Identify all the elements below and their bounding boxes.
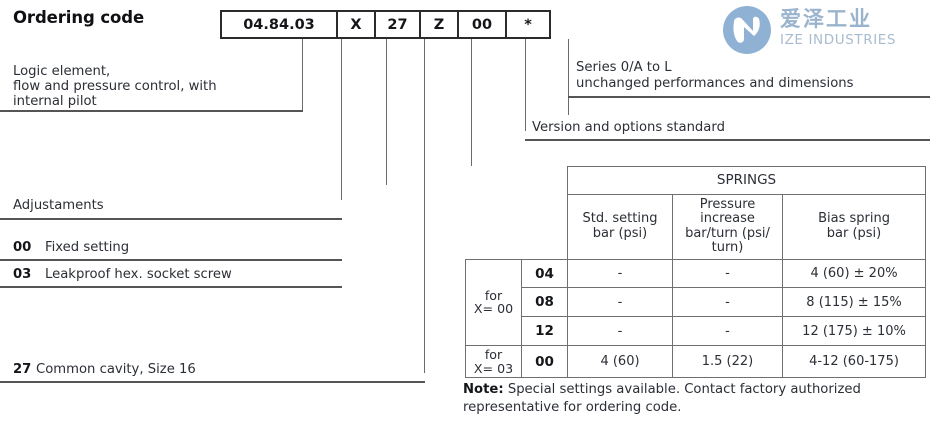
cell-std-setting: - xyxy=(567,287,673,318)
leader-line-version xyxy=(525,39,526,131)
table-row: for X= 00 04 - - 4 (60) ± 20% xyxy=(465,258,927,347)
cavity-code: 27 xyxy=(13,362,32,377)
leader-line-size xyxy=(424,39,425,373)
column-header-bias-spring: Bias spring bar (psi) xyxy=(781,193,927,260)
spacer-cell xyxy=(521,166,568,195)
cell-pressure-increase: 1.5 (22) xyxy=(672,345,783,378)
cell-std-setting: 4 (60) xyxy=(567,345,673,378)
leader-line-base xyxy=(302,39,303,110)
code-segment-version[interactable]: Z xyxy=(421,12,459,37)
note-block: Note: Special settings available. Contac… xyxy=(463,381,923,416)
spacer-cell xyxy=(466,194,522,259)
springs-group-header-row: SPRINGS xyxy=(466,166,927,195)
code-segment-x[interactable]: X xyxy=(338,12,376,37)
leader-line-x xyxy=(341,39,342,200)
adjustment-row-00-code: 00 xyxy=(13,240,32,255)
logic-element-label: Logic element, flow and pressure control… xyxy=(13,64,217,110)
ordering-code-row: 04.84.03 X 27 Z 00 * xyxy=(220,10,551,39)
code-segment-cavity[interactable]: 27 xyxy=(376,12,421,37)
page-title: Ordering code xyxy=(13,8,145,27)
adjustment-row-03-text: Leakproof hex. socket screw xyxy=(45,267,232,282)
logo-text-block: 爱泽工业 IZE INDUSTRIES xyxy=(780,6,930,48)
version-label: Version and options standard xyxy=(532,120,725,135)
cell-bias-spring: 4-12 (60-175) xyxy=(781,345,927,378)
row-code: 12 xyxy=(521,316,568,347)
logo-name-cn: 爱泽工业 xyxy=(780,7,872,31)
ize-swirl-logo-icon xyxy=(722,5,772,55)
row-code: 00 xyxy=(521,345,568,378)
springs-column-header-row: Std. setting bar (psi) Pressure increase… xyxy=(466,193,927,260)
adjustment-row-00-text: Fixed setting xyxy=(45,240,130,255)
cell-pressure-increase: - xyxy=(672,258,783,289)
adjustment-row-00-underline xyxy=(0,259,342,261)
cell-bias-spring: 4 (60) ± 20% xyxy=(781,258,927,289)
adjustment-row-03-code: 03 xyxy=(13,267,32,282)
leader-line-series xyxy=(568,39,569,115)
logo-name-en: IZE INDUSTRIES xyxy=(780,32,897,48)
group-label-x00: for X= 00 xyxy=(465,258,522,347)
adjustments-label: Adjustaments xyxy=(13,198,104,213)
company-logo: 爱泽工业 IZE INDUSTRIES xyxy=(722,4,927,56)
adjustment-row-03-underline xyxy=(0,286,342,288)
column-header-pressure-increase: Pressure increase bar/turn (psi/ turn) xyxy=(672,193,783,260)
spacer-cell xyxy=(521,194,568,260)
code-segment-spring[interactable]: 00 xyxy=(459,12,507,37)
logic-element-underline xyxy=(0,110,303,112)
code-segment-series[interactable]: * xyxy=(524,16,532,33)
springs-group-header: SPRINGS xyxy=(566,166,927,195)
cavity-label: Common cavity, Size 16 xyxy=(36,362,196,377)
series-underline xyxy=(568,96,930,98)
table-row: for X= 03 00 4 (60) 1.5 (22) 4-12 (60-17… xyxy=(465,345,927,378)
cell-std-setting: - xyxy=(567,258,673,289)
leader-line-spring xyxy=(471,39,472,167)
cell-bias-spring: 12 (175) ± 10% xyxy=(781,316,927,347)
spacer-cell xyxy=(466,167,522,195)
adjustments-underline xyxy=(0,218,342,220)
cell-std-setting: - xyxy=(567,316,673,347)
cell-bias-spring: 8 (115) ± 15% xyxy=(781,287,927,318)
table-row: 08 - - 8 (115) ± 15% xyxy=(466,287,927,318)
springs-table: SPRINGS Std. setting bar (psi) Pressure … xyxy=(465,166,927,378)
leader-line-cavity xyxy=(386,39,387,185)
table-row: 12 - - 12 (175) ± 10% xyxy=(466,316,927,347)
group-label-x03: for X= 03 xyxy=(465,345,522,378)
row-code: 04 xyxy=(521,258,568,289)
cell-pressure-increase: - xyxy=(672,287,783,318)
series-label: Series 0/A to L unchanged performances a… xyxy=(576,60,854,91)
code-segment-base[interactable]: 04.84.03 xyxy=(222,12,338,37)
cavity-underline xyxy=(0,381,425,383)
column-header-std-setting: Std. setting bar (psi) xyxy=(567,193,673,260)
cell-pressure-increase: - xyxy=(672,316,783,347)
note-label: Note: xyxy=(463,382,504,397)
note-text: Special settings available. Contact fact… xyxy=(463,382,861,415)
version-underline xyxy=(525,139,930,141)
row-code: 08 xyxy=(521,287,568,318)
